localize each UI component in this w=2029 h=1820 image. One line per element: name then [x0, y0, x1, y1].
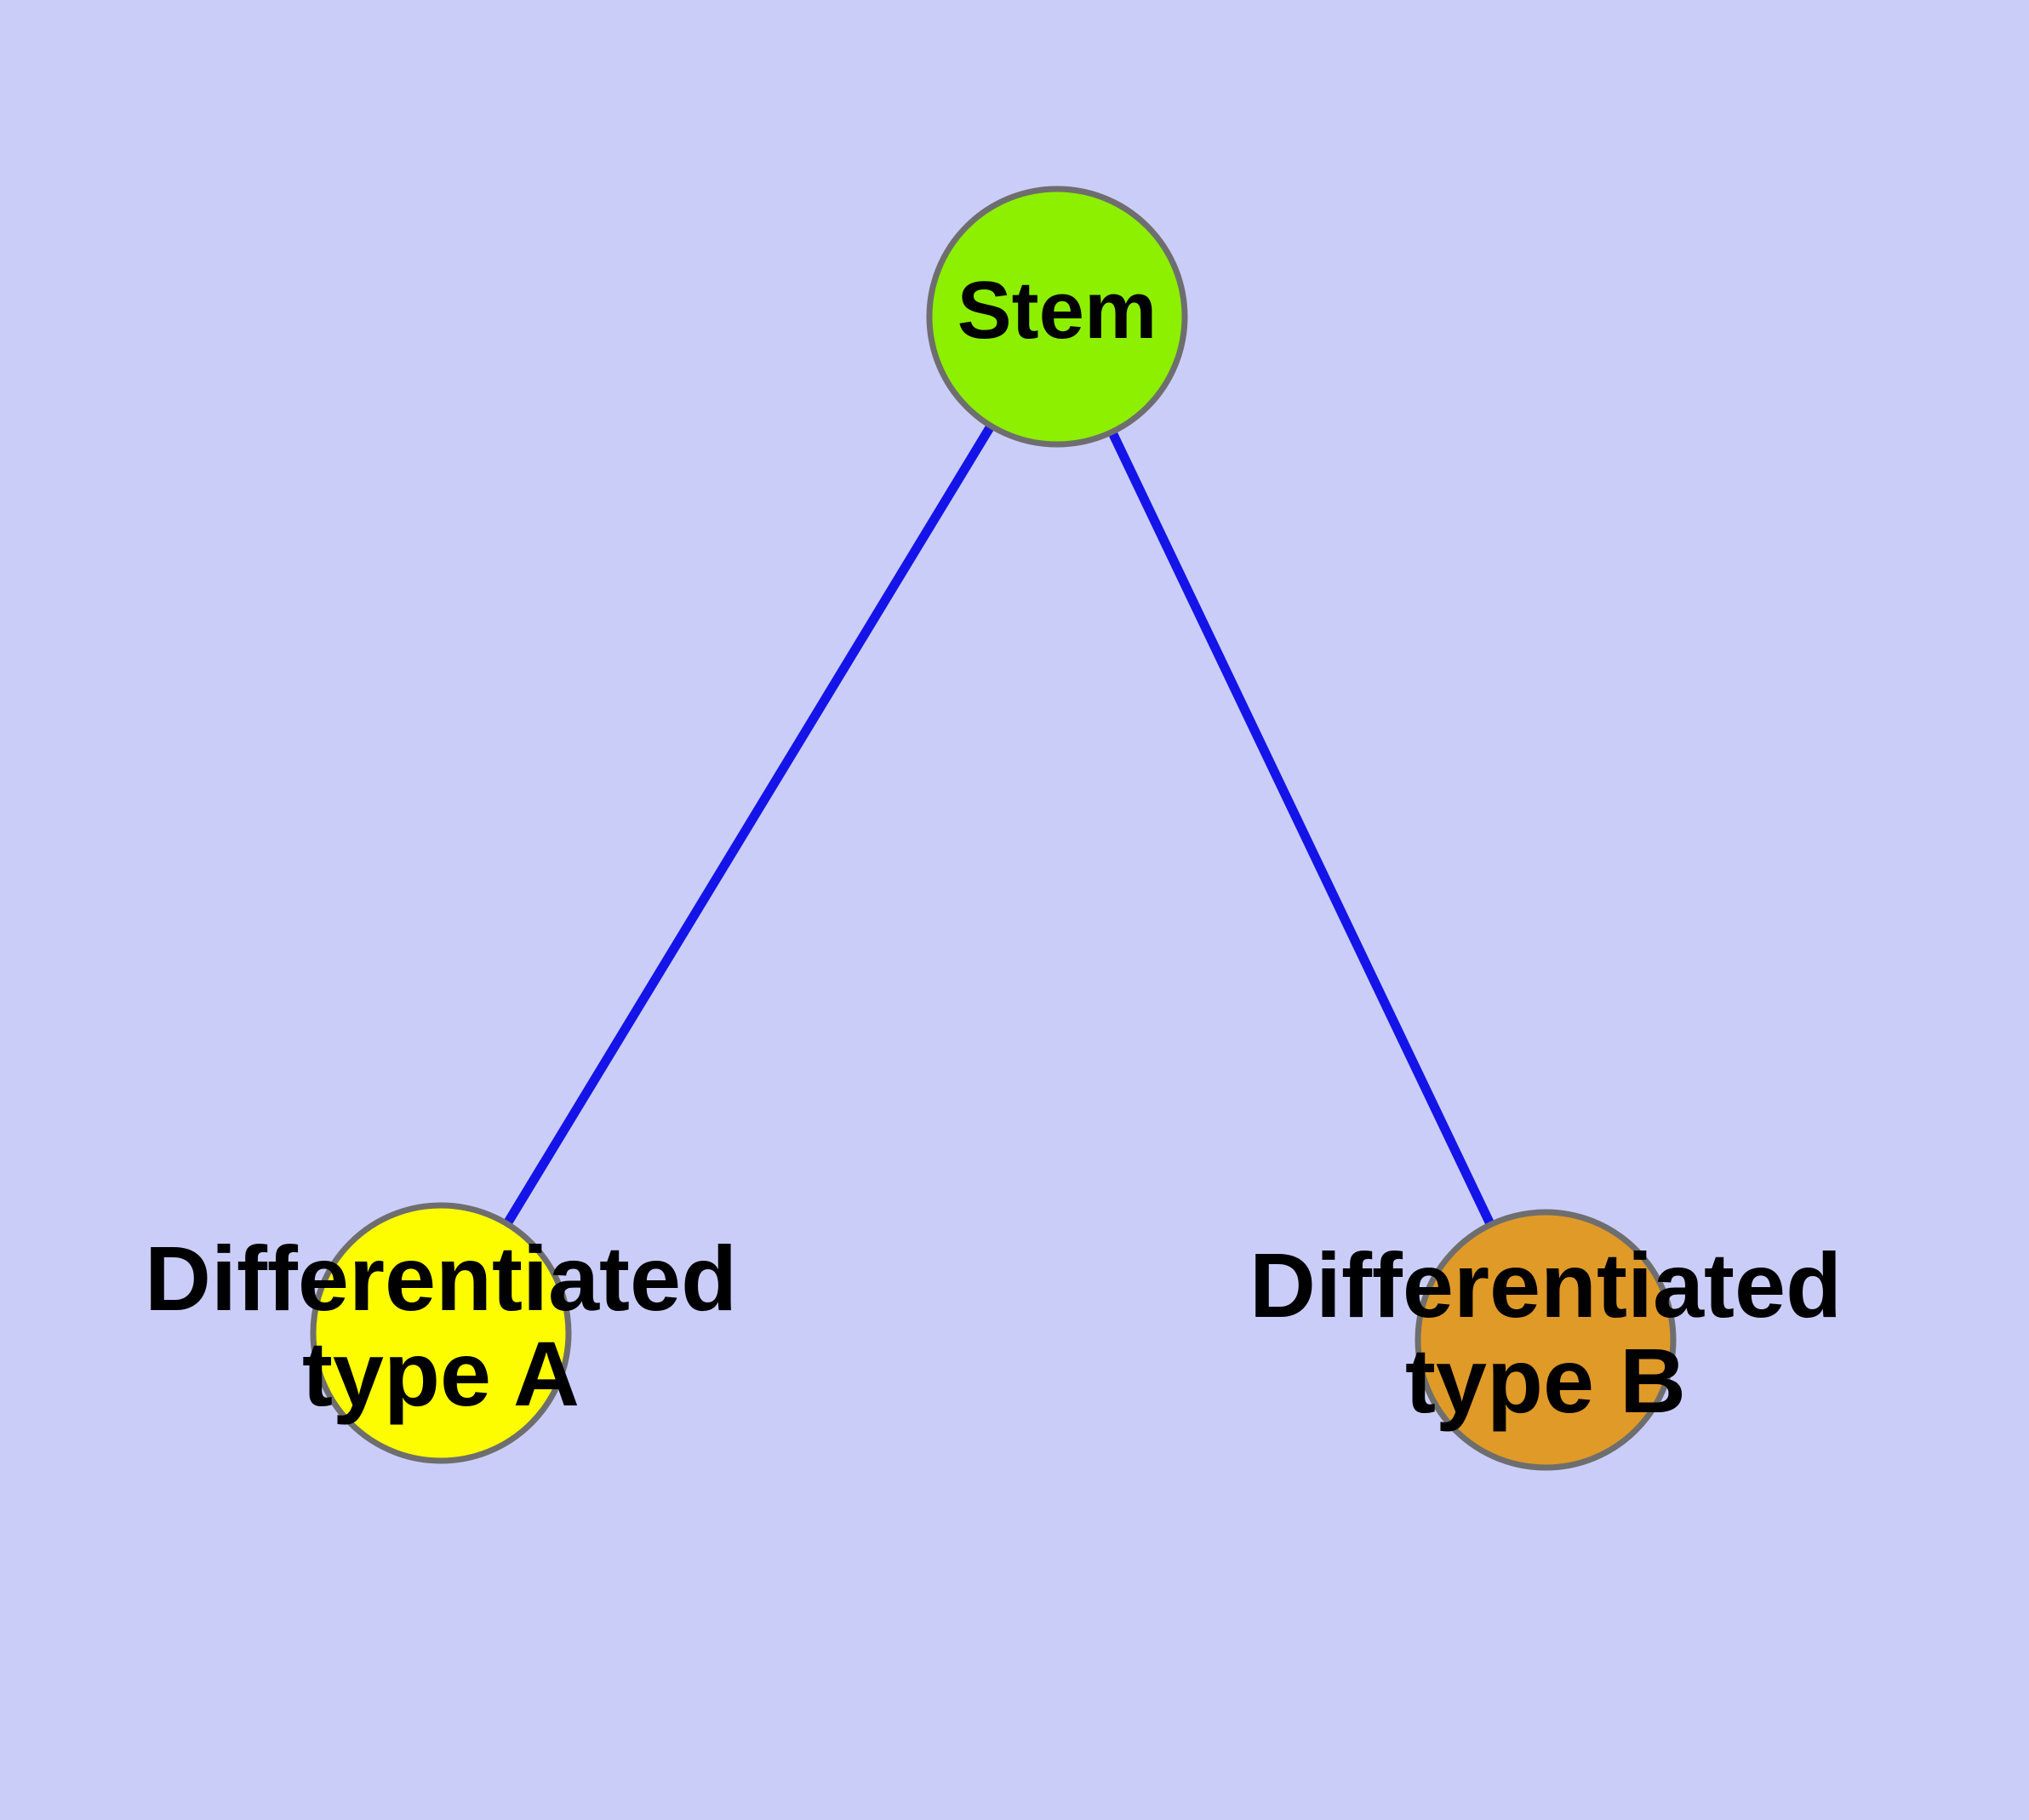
node-circle-diff_b[interactable] — [1415, 1209, 1677, 1471]
node-circle-diff_a[interactable] — [310, 1202, 572, 1464]
node-label-line: Differentiated — [1249, 1233, 1842, 1336]
edge-layer — [503, 423, 1495, 1228]
graph-edge-stem-diff_b[interactable] — [1107, 429, 1495, 1228]
node-label-line: type B — [1405, 1329, 1686, 1432]
graph-edge-stem-diff_a[interactable] — [503, 423, 995, 1227]
node-label-stem: Stem — [957, 265, 1157, 356]
node-circle-stem[interactable] — [926, 186, 1188, 448]
graph-node-stem[interactable]: Stem — [926, 186, 1188, 448]
node-label-line: Stem — [957, 265, 1157, 356]
node-label-line: type A — [302, 1322, 580, 1425]
node-label-line: Differentiated — [145, 1227, 737, 1330]
